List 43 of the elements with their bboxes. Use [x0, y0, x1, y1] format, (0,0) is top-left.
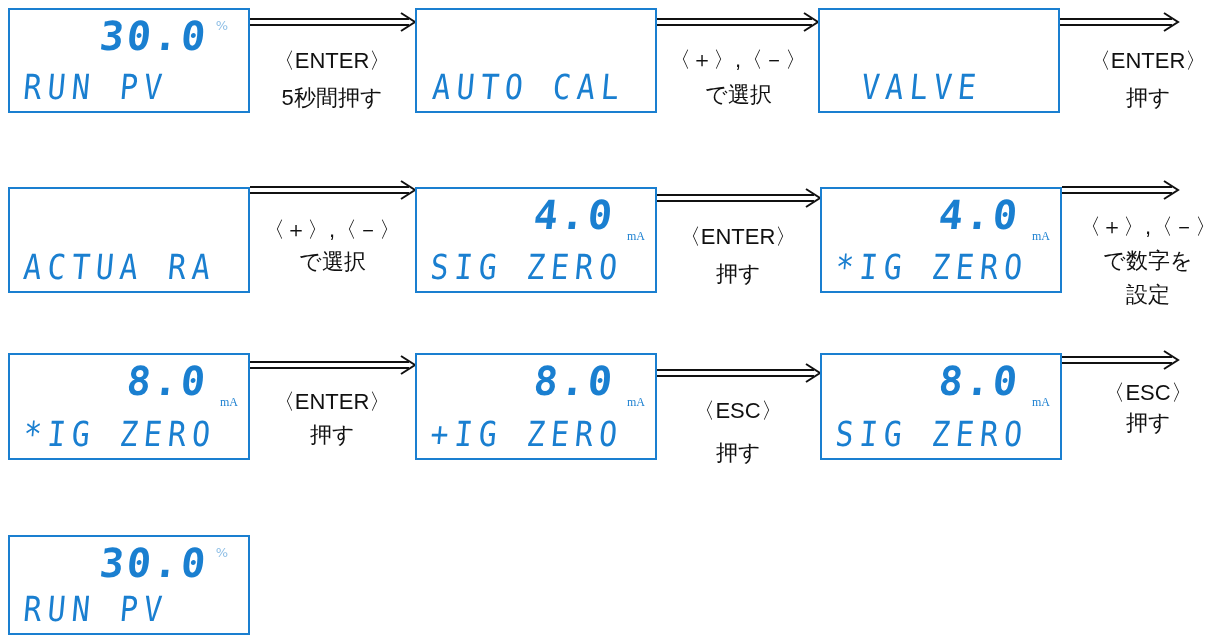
display-unit: mA — [627, 229, 645, 244]
display-message: +IG ZERO — [429, 417, 625, 452]
display-message: *IG ZERO — [22, 417, 218, 452]
display-value: 8.0 — [936, 361, 1022, 401]
display-value: 8.0 — [531, 361, 617, 401]
display-value: 8.0 — [124, 361, 210, 401]
lcd-display — [415, 8, 657, 113]
arrow — [249, 180, 417, 200]
display-value: 30.0 — [97, 16, 210, 56]
arrow — [656, 188, 822, 208]
lcd-display — [415, 353, 657, 460]
arrow — [1061, 350, 1180, 370]
arrow — [656, 363, 822, 383]
lcd-display — [820, 187, 1062, 293]
display-value: 4.0 — [531, 195, 617, 235]
lcd-display — [8, 535, 250, 635]
display-message: AUTO CAL — [431, 70, 627, 105]
arrow — [656, 12, 820, 32]
display-message: SIG ZERO — [834, 417, 1030, 452]
display-message: RUN PV — [22, 592, 170, 627]
display-unit: mA — [220, 395, 238, 410]
arrow — [249, 355, 417, 375]
lcd-display — [820, 353, 1062, 460]
display-message: ACTUA RA — [22, 250, 218, 285]
lcd-display — [415, 187, 657, 293]
display-message: SIG ZERO — [429, 250, 625, 285]
arrow — [1059, 12, 1180, 32]
display-value: 4.0 — [936, 195, 1022, 235]
display-unit: mA — [627, 395, 645, 410]
arrow — [249, 12, 417, 32]
lcd-display — [8, 353, 250, 460]
lcd-display — [8, 187, 250, 293]
display-unit: mA — [1032, 229, 1050, 244]
display-message: RUN PV — [22, 70, 170, 105]
lcd-display — [818, 8, 1060, 113]
display-unit: % — [215, 545, 228, 560]
display-unit: % — [215, 18, 228, 33]
display-message: *IG ZERO — [834, 250, 1030, 285]
display-unit: mA — [1032, 395, 1050, 410]
display-message: VALVE — [860, 70, 984, 105]
arrow — [1061, 180, 1180, 200]
lcd-display — [8, 8, 250, 113]
display-value: 30.0 — [97, 543, 210, 583]
